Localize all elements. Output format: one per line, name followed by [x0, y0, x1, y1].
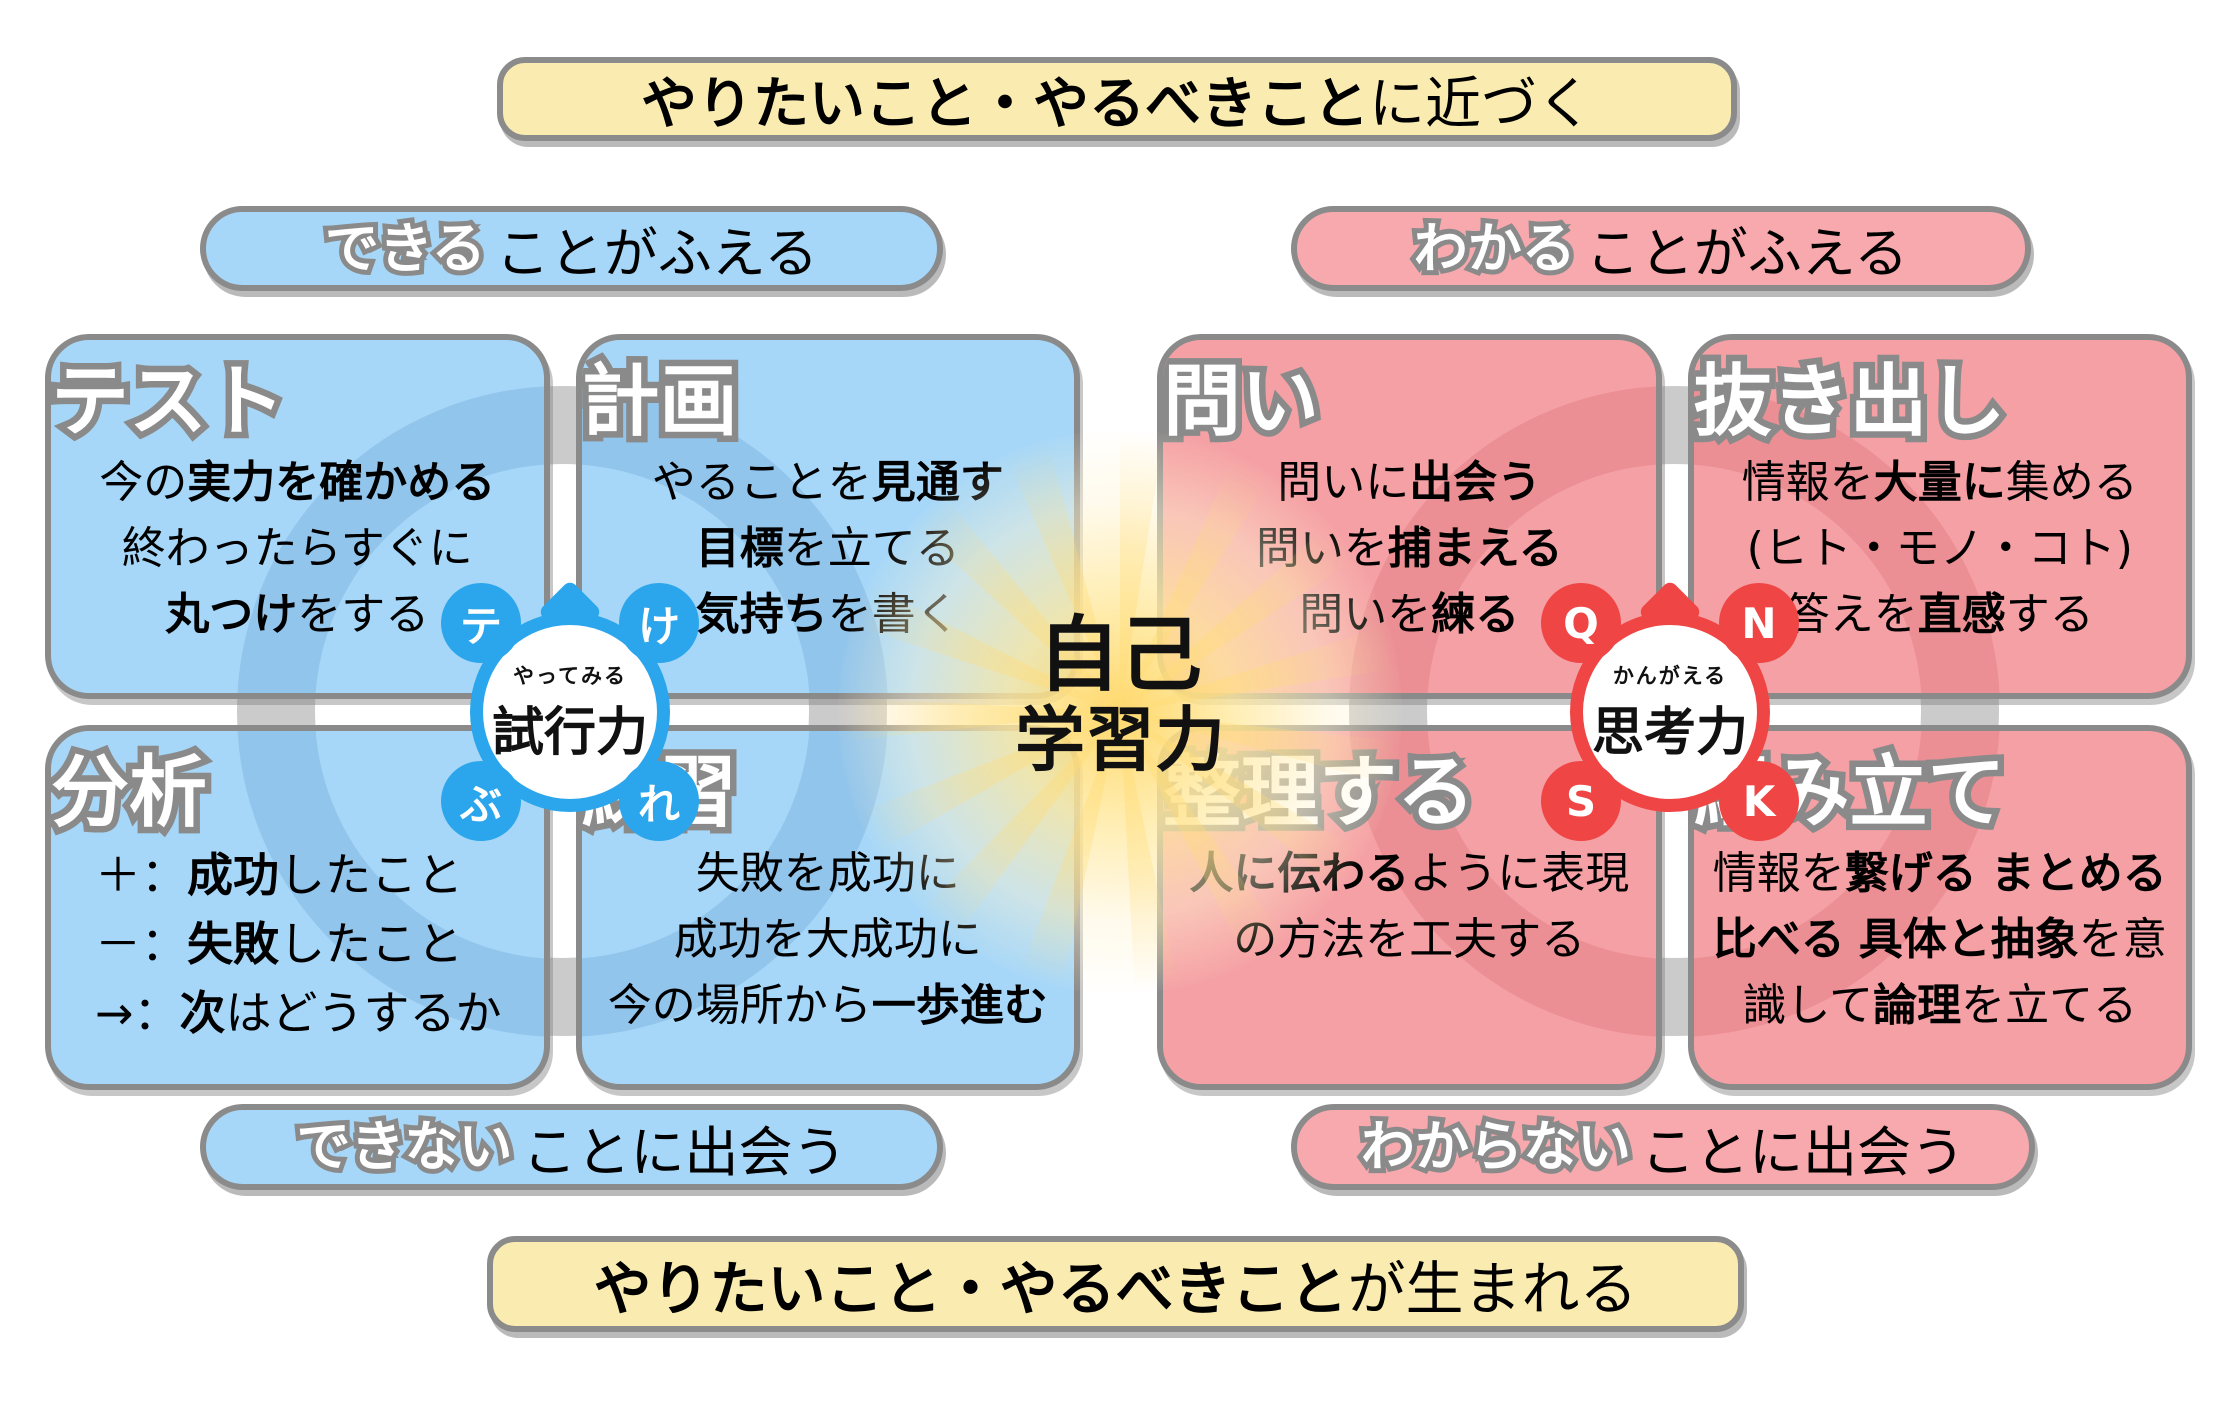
card-text-line: 比べる 具体と抽象を意: [1712, 913, 2167, 965]
banner-text-rest: ことがふえる: [1585, 222, 1909, 285]
card-title-extract: 抜き出し抜き出し: [1693, 353, 2012, 452]
banner-text-rest: ことに出会う: [1641, 1120, 1965, 1184]
badge-corner-k: K: [1719, 761, 1799, 841]
banner-approach-goals: やりたいこと・やるべきことに近づく: [497, 57, 1737, 141]
badge-corner-re: れ: [619, 761, 699, 841]
card-body-test: 今の実力を確かめる終わったらすぐに丸つけをする: [51, 450, 544, 648]
card-text-line: 成功を大成功に: [673, 913, 982, 965]
badge-corner-n: N: [1719, 583, 1799, 663]
highlight-word: できるできる: [320, 213, 491, 283]
glow-rays: [838, 430, 1402, 994]
badge-trial-power: やってみる 試行力 テ け ぶ れ: [435, 577, 705, 847]
badge-label: 思考力: [1591, 701, 1748, 763]
card-text-line: 今の実力を確かめる: [99, 456, 496, 508]
card-title-test: テストテスト: [51, 353, 292, 452]
card-text-line: ＋：成功したこと: [95, 847, 463, 902]
banner-text-rest: ことがふえる: [495, 222, 819, 285]
card-text-line: 答えを直感する: [1785, 588, 2094, 640]
banner-text-bold: やりたいこと・やるべきこと: [593, 1255, 1348, 1323]
badge-corner-q: Q: [1541, 583, 1621, 663]
card-title-question: 問い問い: [1163, 353, 1326, 452]
card-text-line: (ヒト・モノ・コト): [1746, 522, 2133, 574]
card-body-analysis: ＋：成功したこと －：失敗したこと →：次はどうするか: [51, 841, 544, 1048]
banner-meet-cannot-do: できないできないことに出会う: [200, 1104, 943, 1190]
card-text-line: －：失敗したこと: [95, 916, 463, 971]
banner-can-do-increases: できるできることがふえる: [200, 206, 943, 291]
badge-corner-s: S: [1541, 761, 1621, 841]
card-construct: 組み立て組み立て 情報を繋げる まとめる比べる 具体と抽象を意識して論理を立てる: [1687, 725, 2192, 1090]
banner-goals-are-born: やりたいこと・やるべきことが生まれる: [487, 1236, 1744, 1332]
glow-burst: [838, 430, 1402, 994]
banner-meet-dont-understand: わからないわからないことに出会う: [1291, 1104, 2035, 1190]
badge-corner-te: テ: [441, 583, 521, 663]
card-body-extract: 情報を大量に集める (ヒト・モノ・コト) 答えを直感する: [1694, 450, 2187, 648]
badge-corner-bu: ぶ: [441, 761, 521, 841]
badge-ruby: かんがえる: [1612, 663, 1728, 688]
badge-label: 試行力: [491, 701, 648, 763]
self-learning-power-label: 自己 学習力: [985, 612, 1255, 782]
card-text-line: →：次はどうするか: [95, 985, 502, 1040]
highlight-word: できないできない: [292, 1112, 518, 1182]
banner-text-rest: が生まれる: [1347, 1255, 1638, 1323]
center-line2: 学習力: [1015, 698, 1225, 782]
badge-thinking-power: かんがえる 思考力 Q N S K: [1535, 577, 1805, 847]
badge-ruby: やってみる: [513, 663, 627, 688]
card-text-line: 終わったらすぐに: [121, 522, 473, 574]
banner-understand-increases: わかるわかることがふえる: [1291, 206, 2031, 291]
badge-corner-ke: け: [619, 583, 699, 663]
card-text-line: 問いに出会う: [1277, 456, 1542, 508]
card-text-line: 情報を大量に集める: [1741, 456, 2138, 508]
banner-text-rest: ことに出会う: [522, 1120, 847, 1184]
card-text-line: 情報を繋げる まとめる: [1712, 847, 2167, 899]
card-body-construct: 情報を繋げる まとめる比べる 具体と抽象を意識して論理を立てる: [1694, 841, 2187, 1039]
card-body-practice: 失敗を成功に成功を大成功に今の場所から一歩進む: [582, 841, 1075, 1039]
banner-text-bold: やりたいこと・やるべきこと: [641, 71, 1369, 137]
highlight-word: わからないわからない: [1356, 1112, 1636, 1182]
card-text-line: 今の場所から一歩進む: [607, 979, 1048, 1031]
card-title-analysis: 分析分析: [51, 744, 214, 843]
center-line1: 自己: [1037, 607, 1202, 703]
banner-text-rest: に近づく: [1369, 71, 1593, 137]
card-title-plan: 計画計画: [581, 353, 744, 452]
highlight-word: わかるわかる: [1409, 213, 1581, 283]
card-text-line: 識して論理を立てる: [1742, 979, 2138, 1031]
card-text-line: 丸つけをする: [165, 588, 430, 640]
